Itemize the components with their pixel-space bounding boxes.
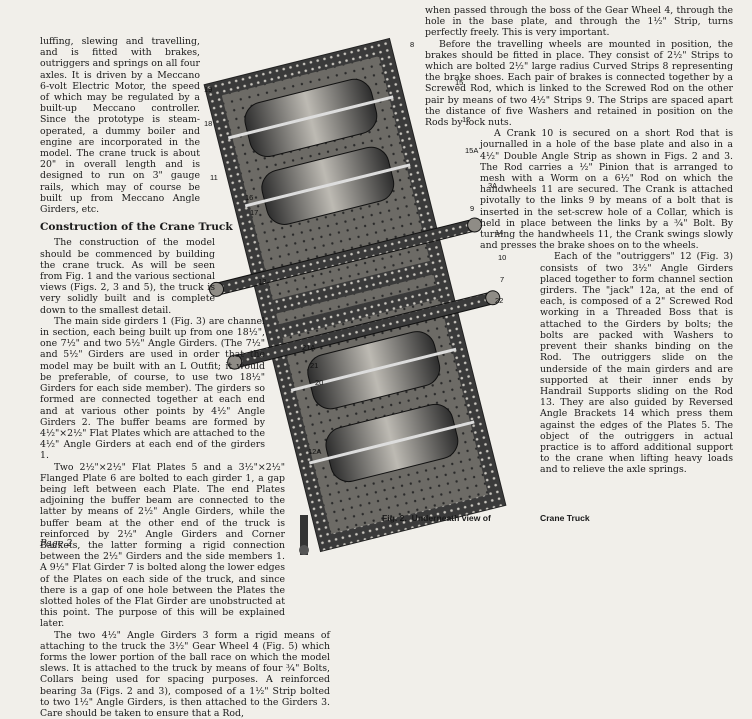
callout-labels: 8 19 15 18 12 15A 3A 11 16 17 9 14 10 13… — [204, 40, 506, 456]
page-number: Page 2 — [40, 538, 73, 549]
paragraph: Before the travelling wheels are mounted… — [425, 38, 733, 129]
paragraph: The main side girders 1 (Fig. 3) are cha… — [40, 315, 265, 462]
paragraph: A Crank 10 is secured on a short Rod tha… — [480, 128, 733, 252]
section-heading: Construction of the Crane Truck — [40, 221, 233, 234]
svg-text:21A: 21A — [302, 343, 315, 352]
right-column: when passed through the boss of the Gear… — [425, 5, 733, 476]
svg-text:18: 18 — [204, 119, 212, 128]
svg-text:15A: 15A — [465, 146, 478, 155]
svg-text:20: 20 — [315, 378, 323, 387]
svg-text:22: 22 — [495, 296, 503, 305]
svg-text:9: 9 — [470, 204, 474, 213]
left-column: luffing, slewing and travelling, and is … — [40, 36, 330, 719]
svg-text:11: 11 — [210, 173, 218, 182]
svg-text:16: 16 — [245, 193, 253, 202]
caption-fig-number: Fig. 2. — [382, 513, 407, 523]
svg-text:21: 21 — [310, 361, 318, 370]
paragraph: The two 4½" Angle Girders 3 form a rigid… — [40, 629, 330, 719]
svg-text:8: 8 — [410, 40, 414, 49]
paragraph: Each of the "outriggers" 12 (Fig. 3) con… — [540, 251, 733, 476]
svg-text:10: 10 — [498, 253, 506, 262]
intro-paragraph: luffing, slewing and travelling, and is … — [40, 36, 200, 216]
wheel-pair-front — [227, 78, 411, 225]
svg-text:7: 7 — [500, 275, 504, 284]
crane-truck-photo: 8 19 15 18 12 15A 3A 11 16 17 9 14 10 13… — [203, 37, 507, 555]
svg-text:19: 19 — [204, 85, 212, 94]
paragraph: The construction of the model should be … — [40, 237, 215, 316]
wheel-pair-rear — [290, 331, 475, 483]
figure-caption-end: Crane Truck — [540, 513, 590, 523]
figure-caption: Fig. 2. Underneath view of — [382, 513, 491, 523]
svg-text:12: 12 — [462, 115, 470, 124]
svg-text:3A: 3A — [488, 181, 497, 190]
caption-text: Underneath view of — [411, 513, 491, 523]
paragraph: when passed through the boss of the Gear… — [425, 5, 733, 39]
svg-text:12A: 12A — [308, 447, 321, 456]
svg-text:13: 13 — [258, 277, 266, 286]
svg-text:17: 17 — [250, 208, 258, 217]
paragraph: Two 2½"×2½" Flat Plates 5 and a 3½"×2½" … — [40, 461, 285, 630]
svg-text:14: 14 — [495, 228, 503, 237]
svg-text:15: 15 — [455, 78, 463, 87]
